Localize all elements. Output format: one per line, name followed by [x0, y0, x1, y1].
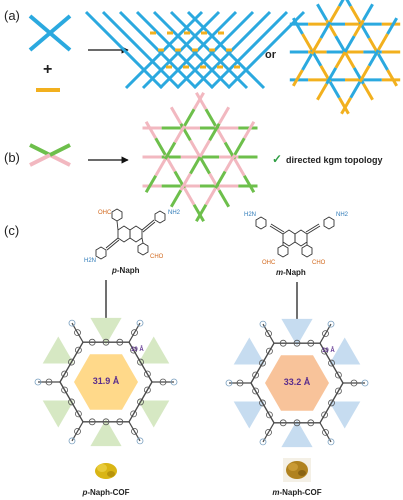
p-naph-cof-powder-image: [92, 458, 120, 482]
panel-b-note: directed kgm topology: [286, 155, 383, 165]
m-naph-cof-pore-size: 33.2 Å: [284, 377, 311, 387]
p-naph-nh2: NH2: [168, 210, 181, 216]
p-naph-h2n: H2N: [84, 258, 96, 264]
m-naph-cho: CHO: [312, 260, 326, 266]
p-naph-cof-name: p-Naph-COF: [81, 488, 129, 497]
p-naph-ohc: OHC: [98, 210, 112, 216]
panel-a-linker-x: [28, 14, 72, 52]
molecule-m-naph: H2N NH2 OHC CHO m-Naph: [244, 212, 349, 277]
panel-b-kagome-lattice: [142, 91, 258, 223]
panel-a-plus: +: [43, 61, 52, 78]
panel-a-kagome-lattice: [289, 0, 401, 115]
m-naph-name: m-Naph: [276, 268, 306, 277]
p-naph-cof-pore-size: 31.9 Å: [93, 376, 120, 386]
m-naph-cof-name: m-Naph-COF: [272, 488, 321, 497]
m-naph-cof-small-pore: 10 Å: [322, 347, 335, 354]
m-naph-cof-powder-image: [283, 458, 311, 482]
m-naph-nh2: NH2: [336, 212, 349, 218]
m-naph-cof-structure: [225, 318, 369, 448]
panel-label-b: (b): [4, 150, 20, 165]
p-naph-name: p-Naph: [111, 266, 140, 275]
molecule-p-naph: OHC NH2 H2N CHO p-Naph: [84, 208, 181, 275]
p-naph-cof-small-pore: 10 Å: [131, 346, 144, 353]
p-naph-cho: CHO: [150, 254, 164, 260]
panel-a-or: or: [265, 49, 277, 61]
p-naph-cof-structure: [34, 317, 178, 447]
m-naph-ohc: OHC: [262, 260, 276, 266]
m-naph-h2n: H2N: [244, 212, 256, 218]
panel-label-c: (c): [4, 223, 19, 238]
check-icon: ✓: [272, 152, 282, 166]
panel-label-a: (a): [4, 8, 20, 23]
panel-b-linker-x: [29, 143, 71, 167]
panel-a-square-lattice: [84, 10, 306, 90]
